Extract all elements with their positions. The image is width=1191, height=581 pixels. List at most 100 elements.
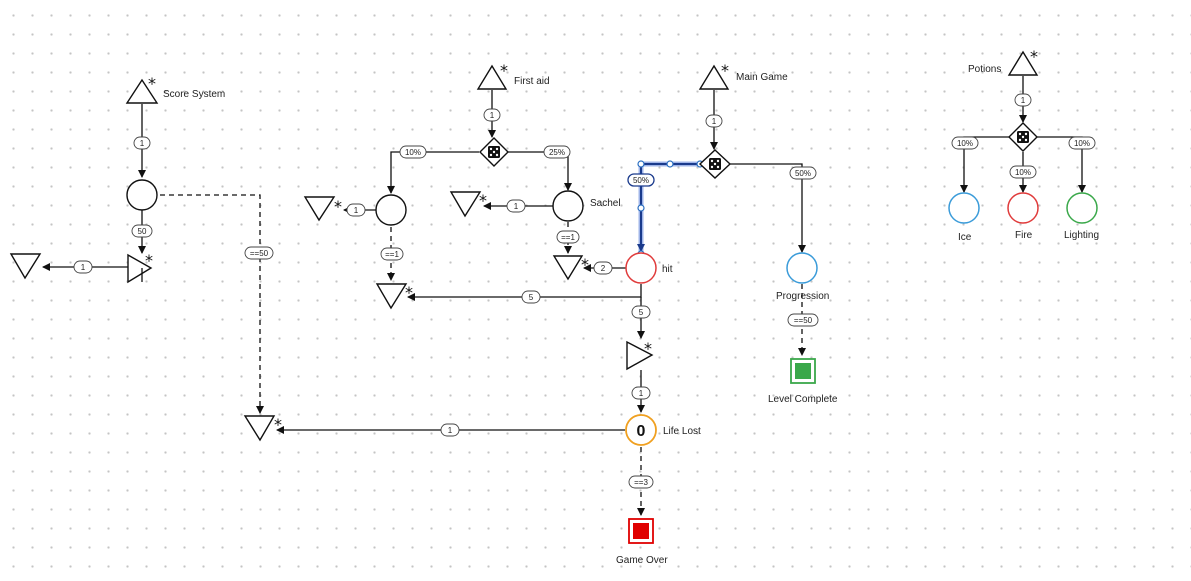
- label-sachel: Sachel: [590, 198, 621, 209]
- label-fire: Fire: [1015, 230, 1033, 241]
- asterisk-icon: *: [581, 255, 589, 274]
- asterisk-icon: *: [721, 61, 729, 80]
- svg-text:5: 5: [529, 293, 534, 302]
- end-level-complete[interactable]: [790, 358, 816, 384]
- svg-text:1: 1: [1021, 96, 1026, 105]
- asterisk-icon: *: [644, 339, 652, 358]
- label-potions: Potions: [968, 64, 1001, 75]
- asterisk-icon: *: [1030, 47, 1038, 66]
- edge-label[interactable]: 5: [631, 305, 651, 319]
- pool-ice[interactable]: [948, 192, 980, 224]
- edge-label[interactable]: 2: [593, 261, 613, 275]
- edge-label[interactable]: 50%: [627, 173, 655, 187]
- drain-sachel[interactable]: *: [449, 191, 487, 218]
- edge-label[interactable]: ==3: [628, 475, 654, 489]
- edge-main-right[interactable]: [730, 163, 806, 253]
- pool-sachel[interactable]: [552, 190, 584, 222]
- edge-label[interactable]: 1: [1014, 93, 1032, 107]
- drain-hit-target[interactable]: *: [375, 283, 413, 310]
- svg-text:50%: 50%: [795, 169, 811, 178]
- edge-label[interactable]: 1: [705, 114, 723, 128]
- edge-label[interactable]: 1: [133, 136, 151, 150]
- drain-life-lost[interactable]: *: [243, 415, 282, 442]
- edge-label[interactable]: 1: [506, 199, 526, 213]
- label-hit: hit: [662, 264, 673, 275]
- svg-text:==50: ==50: [794, 316, 813, 325]
- edge-label[interactable]: 5: [521, 290, 541, 304]
- selection-handle[interactable]: [637, 204, 645, 212]
- edge-label[interactable]: 25%: [543, 145, 571, 159]
- asterisk-icon: *: [405, 283, 413, 302]
- label-level-complete: Level Complete: [768, 394, 838, 405]
- label-first-aid: First aid: [514, 76, 550, 87]
- svg-text:5: 5: [639, 308, 644, 317]
- pool-first-aid[interactable]: [375, 194, 407, 226]
- pool-score[interactable]: [126, 179, 158, 211]
- asterisk-icon: *: [479, 191, 487, 210]
- edge-label[interactable]: 10%: [1068, 136, 1096, 150]
- pool-hit[interactable]: [625, 252, 657, 284]
- edge-label[interactable]: 1: [631, 386, 651, 400]
- drain-first-aid-left[interactable]: *: [303, 196, 342, 222]
- edge-label[interactable]: 50%: [789, 166, 817, 180]
- svg-text:1: 1: [140, 139, 145, 148]
- asterisk-icon: *: [334, 197, 342, 216]
- edge-label[interactable]: 1: [483, 108, 501, 122]
- edge-label[interactable]: 1: [346, 203, 366, 217]
- edge-label[interactable]: ==1: [380, 247, 404, 261]
- edges: [42, 76, 1086, 516]
- gate-score[interactable]: *: [127, 251, 153, 284]
- edge-label[interactable]: ==1: [556, 230, 580, 244]
- edge-firstaid-left[interactable]: [387, 151, 479, 194]
- edge-label[interactable]: ==50: [244, 246, 274, 260]
- edge-label[interactable]: 50: [131, 224, 153, 238]
- label-ice: Ice: [958, 232, 972, 243]
- edge-label[interactable]: 1: [440, 423, 460, 437]
- selection-handle[interactable]: [637, 160, 645, 168]
- edge-label[interactable]: 1: [73, 260, 93, 274]
- pool-fire[interactable]: [1007, 192, 1039, 224]
- edge-label[interactable]: 10%: [1009, 165, 1037, 179]
- source-potions[interactable]: *: [1007, 47, 1039, 76]
- pool-lighting[interactable]: [1066, 192, 1098, 224]
- drain-score-left[interactable]: [9, 253, 42, 280]
- svg-text:1: 1: [639, 389, 644, 398]
- svg-text:10%: 10%: [957, 139, 973, 148]
- asterisk-icon: *: [145, 251, 153, 270]
- pool-life-lost[interactable]: 0: [625, 414, 657, 446]
- source-main-game[interactable]: *: [698, 61, 730, 90]
- edge-label[interactable]: 10%: [399, 145, 427, 159]
- asterisk-icon: *: [148, 74, 156, 93]
- svg-text:1: 1: [712, 117, 717, 126]
- label-life-lost: Life Lost: [663, 426, 701, 437]
- svg-text:10%: 10%: [1074, 139, 1090, 148]
- edge-labels: 1 50 1 ==50 1 10% 25% 1 ==1 1 ==1 1 50% …: [73, 93, 1096, 489]
- pool-progression[interactable]: [786, 252, 818, 284]
- label-score-system: Score System: [163, 89, 225, 100]
- svg-text:1: 1: [354, 206, 359, 215]
- edge-score-dashed[interactable]: [160, 194, 264, 414]
- svg-text:==50: ==50: [250, 249, 269, 258]
- source-first-aid[interactable]: *: [476, 61, 508, 90]
- dice-gate-first-aid[interactable]: [479, 137, 509, 167]
- svg-text:10%: 10%: [1015, 168, 1031, 177]
- asterisk-icon: *: [500, 61, 508, 80]
- end-game-over[interactable]: [628, 518, 654, 544]
- svg-text:50: 50: [138, 227, 147, 236]
- svg-text:2: 2: [601, 264, 606, 273]
- selection-handle[interactable]: [666, 160, 674, 168]
- drain-sachel-below[interactable]: *: [552, 255, 589, 281]
- dice-gate-main-game[interactable]: [698, 149, 732, 179]
- gate-hit[interactable]: *: [626, 339, 654, 371]
- edge-label[interactable]: ==50: [787, 313, 819, 327]
- source-score-system[interactable]: *: [125, 74, 159, 104]
- svg-text:50%: 50%: [633, 176, 649, 185]
- dice-gate-potions[interactable]: [1008, 122, 1038, 152]
- svg-text:==1: ==1: [385, 250, 399, 259]
- svg-text:1: 1: [81, 263, 86, 272]
- node-labels: Score System First aid Main Game Potions…: [163, 64, 1099, 566]
- svg-text:==3: ==3: [634, 478, 648, 487]
- edge-label[interactable]: 10%: [951, 136, 979, 150]
- svg-text:1: 1: [514, 202, 519, 211]
